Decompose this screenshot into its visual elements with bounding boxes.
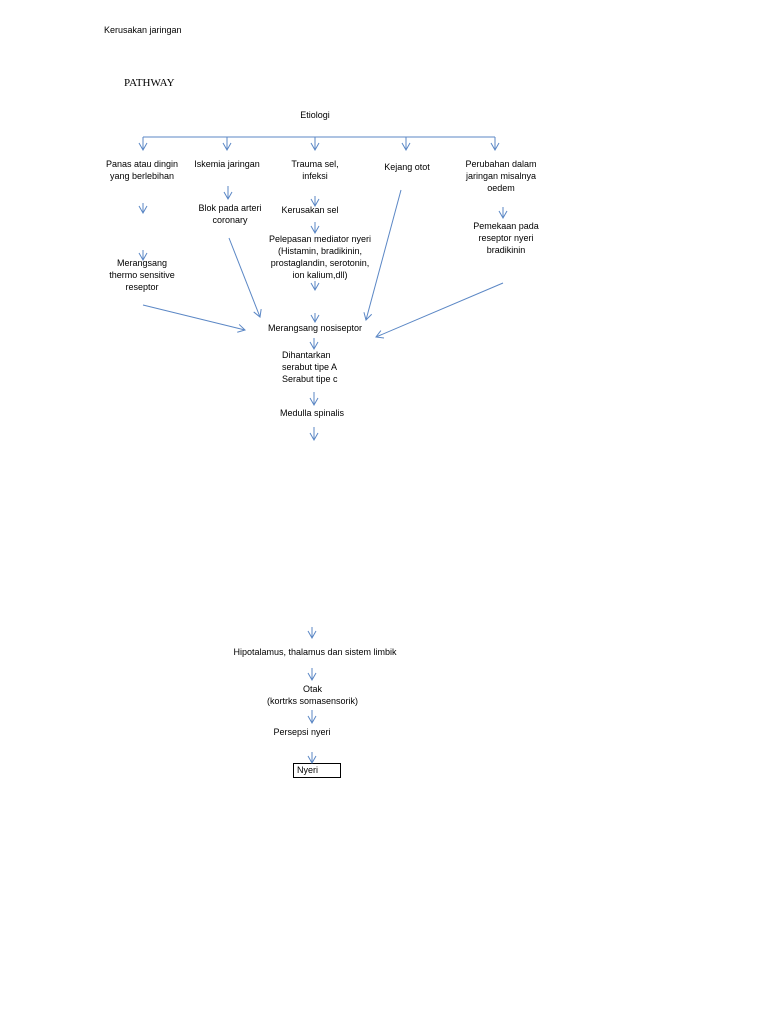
node-nosiseptor: Merangsang nosiseptor: [267, 323, 363, 333]
node-kerusakan-sel: Kerusakan sel: [281, 205, 339, 215]
node-blok-arteri: Blok pada arteri coronary: [198, 203, 262, 225]
node-kejang: Kejang otot: [384, 162, 430, 172]
node-perubahan: Perubahan dalam jaringan misalnya oedem: [465, 159, 537, 193]
node-trauma: Trauma sel, infeksi: [291, 159, 339, 181]
node-medulla: Medulla spinalis: [279, 408, 345, 418]
node-otak: Otak (kortrks somasensorik): [266, 684, 358, 706]
node-iskemia: Iskemia jaringan: [194, 159, 260, 169]
node-nyeri: Nyeri: [293, 763, 341, 778]
node-etiologi: Etiologi: [300, 110, 330, 120]
node-dihantarkan: Dihantarkan serabut tipe A Serabut tipe …: [282, 350, 338, 384]
page-title: Kerusakan jaringan: [104, 25, 182, 35]
node-hipotalamus: Hipotalamus, thalamus dan sistem limbik: [233, 647, 397, 657]
node-pelepasan-mediator: Pelepasan mediator nyeri (Histamin, brad…: [268, 234, 372, 280]
node-persepsi: Persepsi nyeri: [273, 727, 331, 737]
node-pemekaan: Pemekaan pada reseptor nyeri bradikinin: [473, 221, 539, 255]
node-panas: Panas atau dingin yang berlebihan: [105, 159, 179, 181]
pathway-label: PATHWAY: [124, 77, 175, 89]
node-merangsang-thermo: Merangsang thermo sensitive reseptor: [109, 258, 175, 292]
